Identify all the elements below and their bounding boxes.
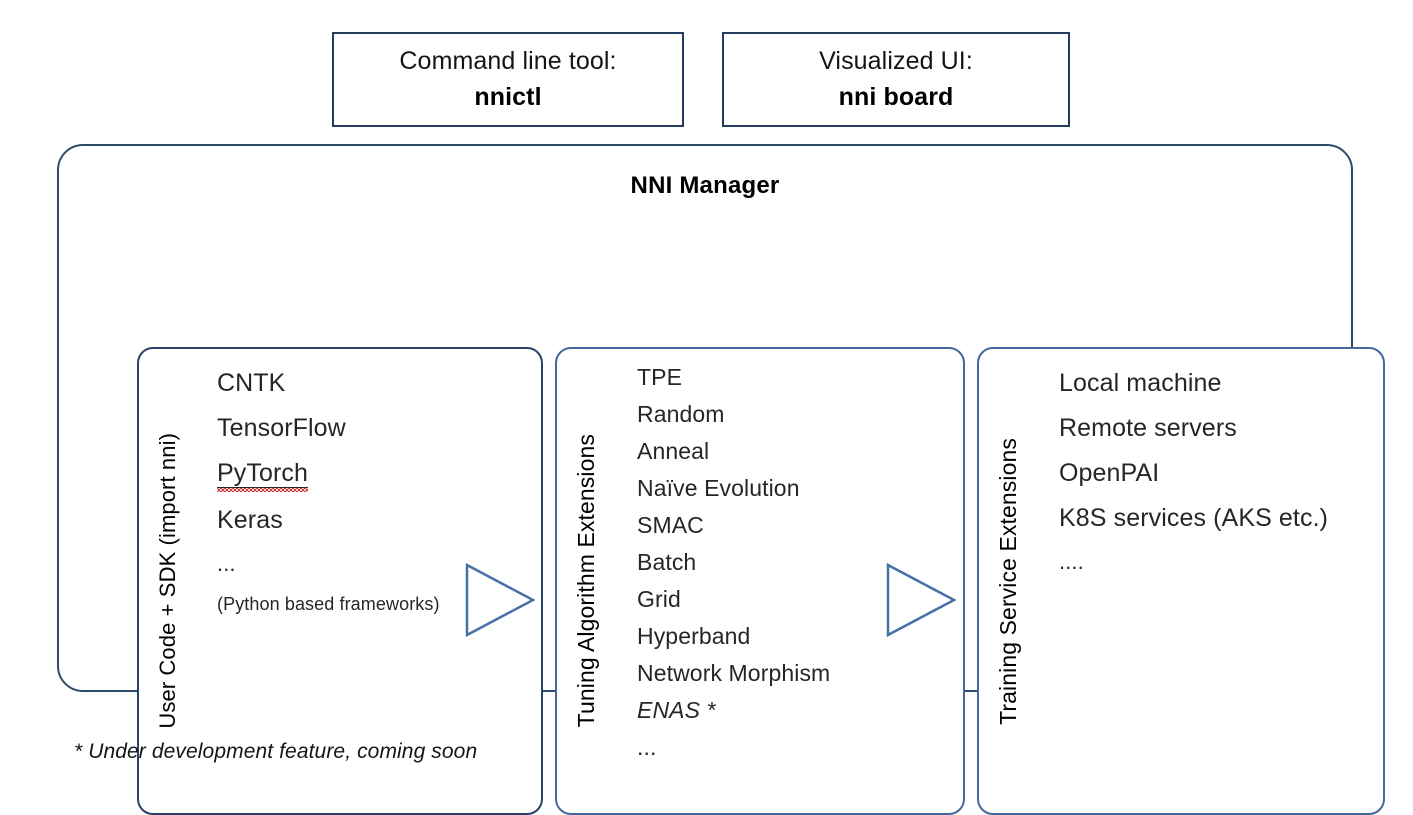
list-item: ... xyxy=(217,551,236,576)
visualized-ui-caption: Visualized UI: xyxy=(819,47,973,76)
arrow-right-icon xyxy=(886,562,957,638)
command-line-tool-name: nnictl xyxy=(474,82,542,111)
nni-manager-container: NNI Manager User Code + SDK (import nni)… xyxy=(57,144,1385,815)
list-item: Network Morphism xyxy=(637,660,831,686)
list-item: ENAS * xyxy=(637,697,716,723)
column-training-items: Local machine Remote servers OpenPAI K8S… xyxy=(1059,361,1373,583)
list-item: Random xyxy=(637,401,725,427)
column-training-side-label-text: Training Service Extensions xyxy=(994,437,1021,725)
command-line-tool-box: Command line tool: nnictl xyxy=(332,32,684,127)
column-tuning-items: TPE Random Anneal Naïve Evolution SMAC B… xyxy=(637,359,953,766)
list-item: CNTK xyxy=(217,369,286,397)
footnote: * Under development feature, coming soon xyxy=(74,740,478,763)
arrow-right-icon xyxy=(465,562,536,638)
list-item: TPE xyxy=(637,364,683,390)
list-item-label: PyTorch xyxy=(217,459,309,492)
command-line-tool-caption: Command line tool: xyxy=(399,47,617,76)
list-item: K8S services (AKS etc.) xyxy=(1059,504,1329,532)
column-training-side-label: Training Service Extensions xyxy=(989,349,1027,813)
list-item: Local machine xyxy=(1059,369,1222,397)
list-item: Remote servers xyxy=(1059,414,1237,442)
column-tuning-side-label-text: Tuning Algorithm Extensions xyxy=(572,434,599,728)
list-item: TensorFlow xyxy=(217,414,346,442)
list-item: OpenPAI xyxy=(1059,459,1160,487)
column-user-code-items: CNTK TensorFlow PyTorch Keras ... (Pytho… xyxy=(217,361,531,623)
list-item: Keras xyxy=(217,506,283,534)
list-item: Batch xyxy=(637,549,697,575)
list-item: ... xyxy=(637,734,657,760)
column-tuning-side-label: Tuning Algorithm Extensions xyxy=(567,349,605,813)
nni-manager-title: NNI Manager xyxy=(630,172,780,199)
list-item: Naïve Evolution xyxy=(637,475,800,501)
list-item: Anneal xyxy=(637,438,710,464)
list-item: SMAC xyxy=(637,512,704,538)
column-training-services: Training Service Extensions Local machin… xyxy=(977,347,1385,815)
list-item: PyTorch xyxy=(217,451,531,498)
list-item: Hyperband xyxy=(637,623,751,649)
list-item: (Python based frameworks) xyxy=(217,594,440,614)
column-user-code-side-label-text: User Code + SDK (import nni) xyxy=(155,433,180,729)
list-item: Grid xyxy=(637,586,681,612)
visualized-ui-box: Visualized UI: nni board xyxy=(722,32,1070,127)
visualized-ui-name: nni board xyxy=(838,82,954,111)
list-item: .... xyxy=(1059,549,1084,574)
